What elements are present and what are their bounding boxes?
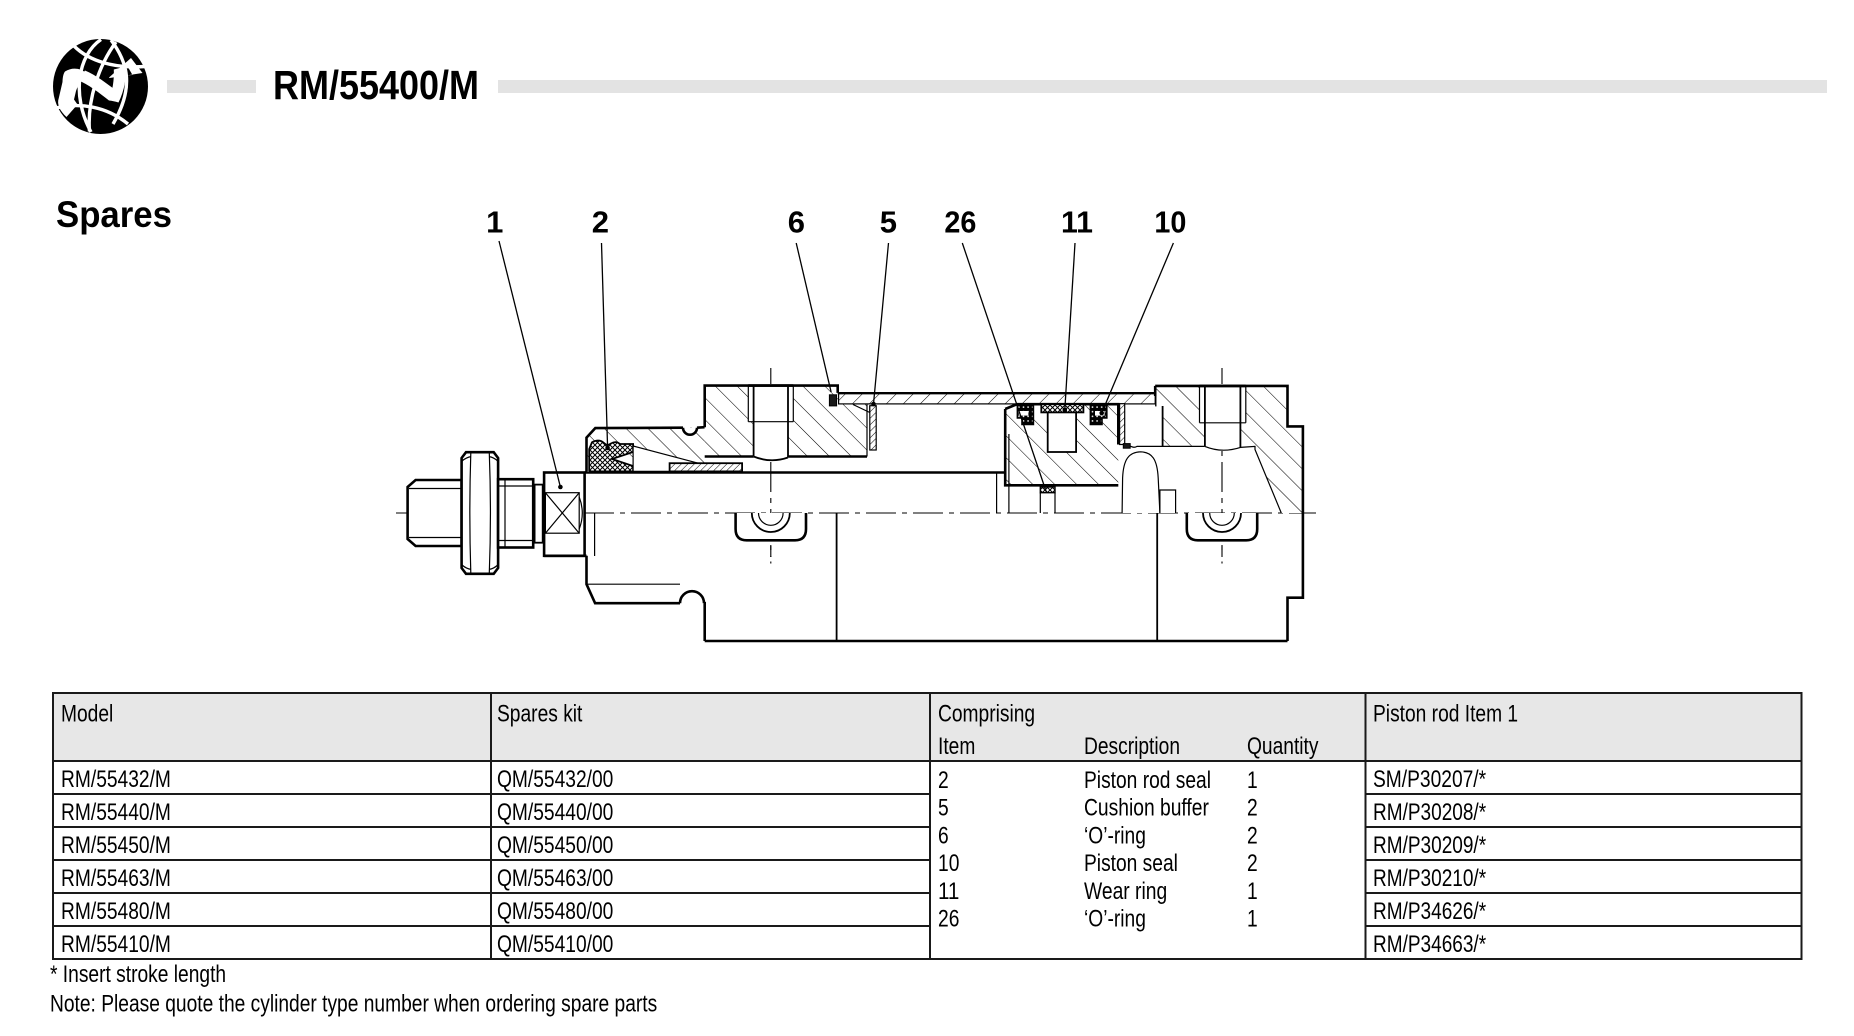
svg-text:10: 10: [938, 850, 959, 877]
svg-text:2: 2: [938, 767, 949, 794]
svg-text:QM/55480/00: QM/55480/00: [497, 898, 613, 925]
svg-text:Wear ring: Wear ring: [1084, 878, 1167, 905]
svg-text:Description: Description: [1084, 733, 1180, 760]
svg-text:11: 11: [938, 878, 959, 905]
svg-text:Spares: Spares: [56, 194, 172, 235]
svg-text:Cushion buffer: Cushion buffer: [1084, 795, 1209, 822]
svg-text:RM/P30210/*: RM/P30210/*: [1373, 865, 1486, 892]
svg-text:26: 26: [944, 205, 976, 240]
svg-text:2: 2: [592, 205, 609, 240]
svg-text:RM/55400/M: RM/55400/M: [273, 62, 479, 108]
svg-text:2: 2: [1247, 795, 1258, 822]
svg-text:‘O’-ring: ‘O’-ring: [1084, 822, 1146, 849]
svg-text:RM/P30209/*: RM/P30209/*: [1373, 832, 1486, 859]
svg-text:5: 5: [938, 795, 949, 822]
svg-text:SM/P30207/*: SM/P30207/*: [1373, 766, 1486, 793]
svg-text:QM/55432/00: QM/55432/00: [497, 766, 613, 793]
svg-text:Spares kit: Spares kit: [497, 701, 583, 728]
svg-text:RM/55480/M: RM/55480/M: [61, 898, 171, 925]
svg-text:Quantity: Quantity: [1247, 733, 1319, 760]
svg-text:26: 26: [938, 906, 959, 933]
svg-text:RM/P30208/*: RM/P30208/*: [1373, 799, 1486, 826]
svg-text:6: 6: [788, 205, 805, 240]
svg-text:1: 1: [1247, 878, 1258, 905]
svg-text:Piston seal: Piston seal: [1084, 850, 1178, 877]
svg-text:Item: Item: [938, 733, 975, 760]
svg-text:Note: Please quote the cylinde: Note: Please quote the cylinder type num…: [50, 991, 657, 1018]
svg-text:10: 10: [1154, 205, 1186, 240]
svg-text:RM/55463/M: RM/55463/M: [61, 865, 171, 892]
svg-text:6: 6: [938, 822, 949, 849]
svg-text:QM/55450/00: QM/55450/00: [497, 832, 613, 859]
svg-text:RM/55440/M: RM/55440/M: [61, 799, 171, 826]
svg-text:1: 1: [1247, 906, 1258, 933]
svg-text:RM/55432/M: RM/55432/M: [61, 766, 171, 793]
svg-text:1: 1: [486, 205, 503, 240]
svg-text:1: 1: [1247, 767, 1258, 794]
svg-text:Piston rod seal: Piston rod seal: [1084, 767, 1211, 794]
svg-text:2: 2: [1247, 850, 1258, 877]
svg-text:Comprising: Comprising: [938, 701, 1035, 728]
svg-text:RM/P34626/*: RM/P34626/*: [1373, 898, 1486, 925]
svg-text:RM/P34663/*: RM/P34663/*: [1373, 931, 1486, 958]
svg-text:QM/55463/00: QM/55463/00: [497, 865, 613, 892]
svg-text:QM/55410/00: QM/55410/00: [497, 931, 613, 958]
svg-text:‘O’-ring: ‘O’-ring: [1084, 906, 1146, 933]
svg-text:2: 2: [1247, 822, 1258, 849]
svg-text:5: 5: [880, 205, 897, 240]
svg-text:11: 11: [1061, 205, 1093, 240]
svg-text:Piston rod Item 1: Piston rod Item 1: [1373, 701, 1518, 728]
svg-text:* Insert stroke length: * Insert stroke length: [50, 961, 226, 988]
svg-text:RM/55450/M: RM/55450/M: [61, 832, 171, 859]
svg-text:QM/55440/00: QM/55440/00: [497, 799, 613, 826]
svg-text:RM/55410/M: RM/55410/M: [61, 931, 171, 958]
svg-text:Model: Model: [61, 701, 113, 728]
